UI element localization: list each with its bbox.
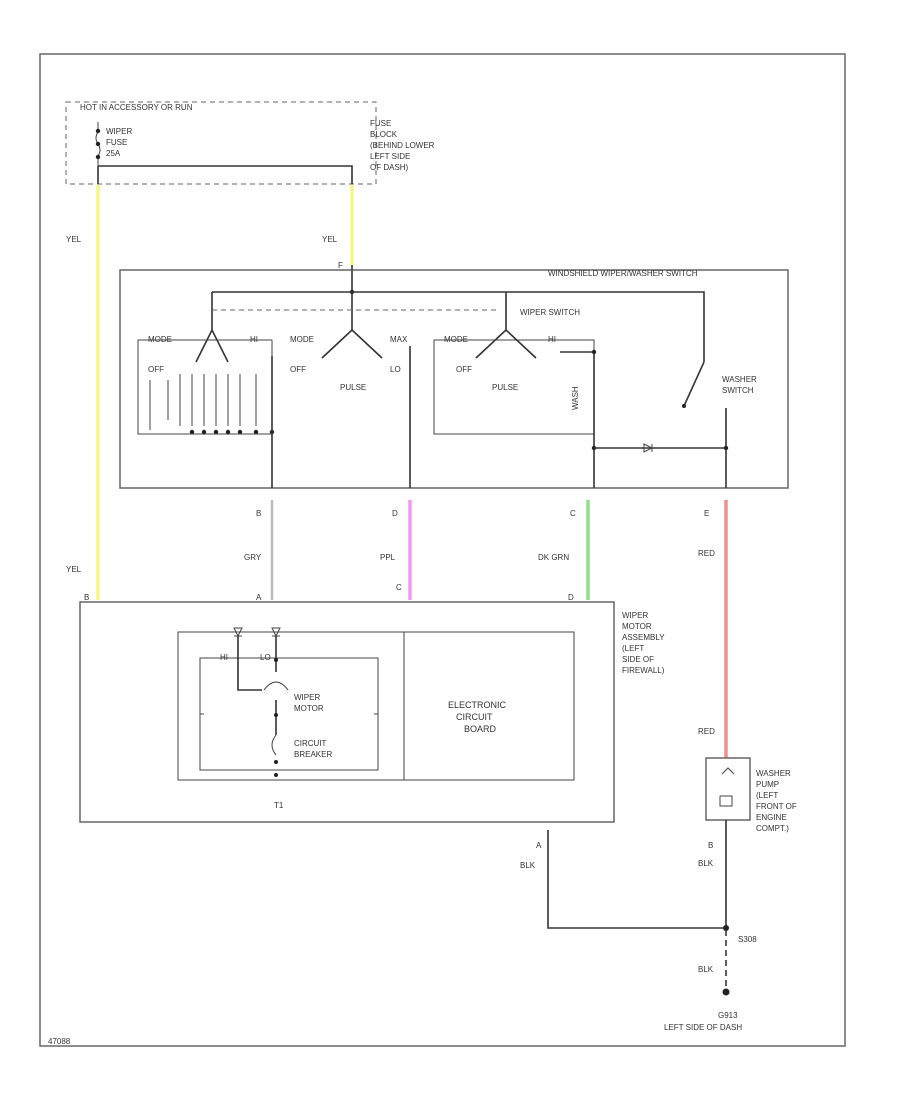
wash-label: WASH — [571, 386, 580, 410]
motor-pin-bottom: A — [536, 841, 542, 850]
motor-pin-a: A — [256, 593, 262, 602]
pump-outline — [705, 757, 751, 821]
fuse-rating: 25A — [106, 149, 121, 158]
circuit-breaker-label-1: CIRCUIT — [294, 739, 327, 748]
fuse-block-location-1: FUSE — [370, 119, 391, 128]
circuit-board-label-1: ELECTRONIC — [448, 700, 507, 710]
diagram-frame — [39, 53, 846, 1047]
switch-pin-d: D — [392, 509, 398, 518]
wire-ppl-label: PPL — [380, 553, 396, 562]
off-label-2: OFF — [290, 365, 306, 374]
washer-switch-label-2: SWITCH — [722, 386, 754, 395]
hi-label-2: HI — [548, 335, 556, 344]
motor-pin-b: B — [84, 593, 89, 602]
wire-gry-label: GRY — [244, 553, 262, 562]
fuse-name: WIPER — [106, 127, 132, 136]
motor-circuit-box — [199, 657, 379, 771]
wire-yel-right-label: YEL — [322, 235, 338, 244]
switch-pin-f: F — [338, 261, 343, 270]
ground-id: G913 — [718, 1011, 738, 1020]
ground-location: LEFT SIDE OF DASH — [664, 1023, 742, 1032]
wiper-motor-label-1: WIPER — [294, 693, 320, 702]
mode-label-1: MODE — [148, 335, 172, 344]
fuse-word: FUSE — [106, 138, 127, 147]
motor-location-1: WIPER — [622, 611, 648, 620]
motor-location-4: (LEFT — [622, 644, 644, 653]
motor-location-5: SIDE OF — [622, 655, 654, 664]
washer-switch-label-1: WASHER — [722, 375, 757, 384]
wire-blk-pump-label: BLK — [698, 859, 714, 868]
switch-outline — [119, 269, 789, 489]
motor-location-3: ASSEMBLY — [622, 633, 665, 642]
motor-location-2: MOTOR — [622, 622, 652, 631]
max-label: MAX — [390, 335, 408, 344]
mode-switch-box — [137, 339, 273, 435]
wire-blk-ground-label: BLK — [698, 965, 714, 974]
pump-location-3: (LEFT — [756, 791, 778, 800]
switch-title: WINDSHIELD WIPER/WASHER SWITCH — [548, 269, 698, 278]
pulse-label-2: PULSE — [492, 383, 518, 392]
pulse-label-1: PULSE — [340, 383, 366, 392]
motor-hi-label: HI — [220, 653, 228, 662]
motor-outline — [79, 601, 615, 823]
fuse-block-location-5: OF DASH) — [370, 163, 409, 172]
figure-id: 47088 — [48, 1037, 71, 1046]
pump-location-1: WASHER — [756, 769, 791, 778]
wire-dk-grn-label: DK GRN — [538, 553, 569, 562]
wiper-washer-switch: WINDSHIELD WIPER/WASHER SWITCH F WIPER S… — [119, 261, 789, 518]
motor-ref: T1 — [274, 801, 284, 810]
circuit-board-label-2: CIRCUIT — [456, 712, 493, 722]
switch-pin-c: C — [570, 509, 576, 518]
fuse-block-location-4: LEFT SIDE — [370, 152, 410, 161]
pump-pin-bottom: B — [708, 841, 713, 850]
wire-blk-motor-label: BLK — [520, 861, 536, 870]
motor-inner-box — [177, 631, 575, 781]
wiper-motor-label-2: MOTOR — [294, 704, 324, 713]
washer-pump: WASHER PUMP (LEFT FRONT OF ENGINE COMPT.… — [705, 757, 797, 850]
off-label-1: OFF — [148, 365, 164, 374]
wire-red-label-2: RED — [698, 727, 715, 736]
pump-location-2: PUMP — [756, 780, 779, 789]
fuse-block-title: HOT IN ACCESSORY OR RUN — [80, 103, 193, 112]
splice-label: S308 — [738, 935, 757, 944]
wire-yel-left-label: YEL — [66, 235, 82, 244]
wiper-switch-label: WIPER SWITCH — [520, 308, 580, 317]
circuit-breaker-label-2: BREAKER — [294, 750, 332, 759]
fuse-block: HOT IN ACCESSORY OR RUN WIPER FUSE 25A F… — [65, 101, 435, 185]
motor-location-6: FIREWALL) — [622, 666, 665, 675]
circuit-board-label-3: BOARD — [464, 724, 497, 734]
wire-red-label: RED — [698, 549, 715, 558]
motor-pin-d: D — [568, 593, 574, 602]
pump-location-6: COMPT.) — [756, 824, 789, 833]
motor-pin-c: C — [396, 583, 402, 592]
hi-label-1: HI — [250, 335, 258, 344]
off-label-3: OFF — [456, 365, 472, 374]
motor-lo-label: LO — [260, 653, 271, 662]
wire-yel-motor-label: YEL — [66, 565, 82, 574]
fuse-block-location-3: (BEHIND LOWER — [370, 141, 435, 150]
switch-pin-e: E — [704, 509, 709, 518]
pump-location-4: FRONT OF — [756, 802, 797, 811]
lo-label: LO — [390, 365, 401, 374]
mode-label-3: MODE — [444, 335, 468, 344]
fuse-block-outline — [65, 101, 377, 185]
wiper-motor-assembly: B A C D WIPER MOTOR ASSEMBLY (LEFT SIDE … — [79, 583, 665, 850]
wire-blk-motor — [547, 830, 726, 929]
switch-pin-b: B — [256, 509, 261, 518]
fuse-block-location-2: BLOCK — [370, 130, 398, 139]
pump-location-5: ENGINE — [756, 813, 787, 822]
mode-label-2: MODE — [290, 335, 314, 344]
